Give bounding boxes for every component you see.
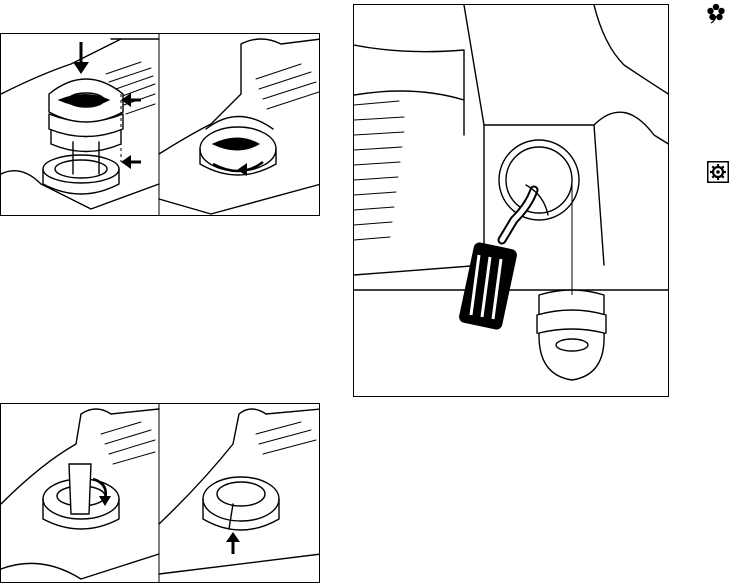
hatching xyxy=(354,101,404,240)
figure-filler-neck xyxy=(353,4,669,397)
environment-note-icon xyxy=(705,2,727,24)
settings-note-icon xyxy=(707,161,729,183)
figure-cap-handle xyxy=(0,403,320,583)
fuel-pickup-body xyxy=(458,241,518,330)
cap-handle-illustration xyxy=(1,404,320,583)
arrow-down-icon xyxy=(73,42,89,74)
filler-neck-illustration xyxy=(354,5,669,397)
arrow-up-icon xyxy=(226,532,240,554)
cap-removal-illustration xyxy=(1,34,320,216)
figure-cap-removal xyxy=(0,33,320,216)
gear-icon xyxy=(707,161,729,183)
arrow-left-icon xyxy=(121,155,141,169)
flower-icon xyxy=(705,2,727,24)
